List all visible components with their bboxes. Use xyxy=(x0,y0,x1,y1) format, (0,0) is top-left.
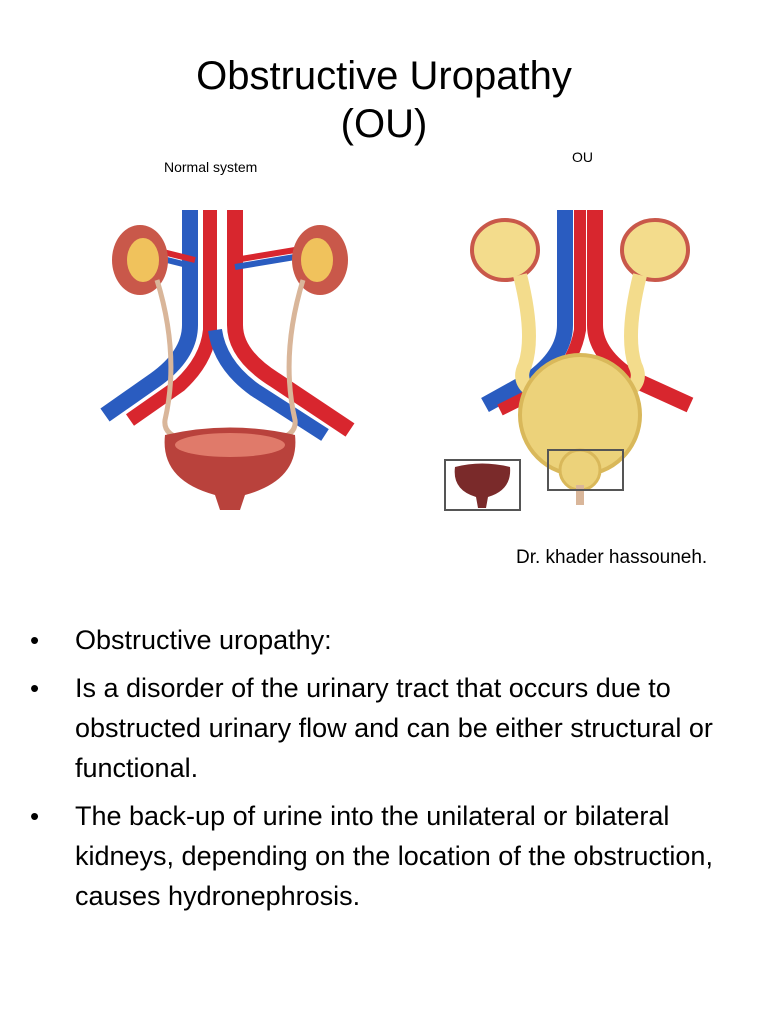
obstructive-uropathy-illustration xyxy=(444,210,694,511)
bullet-text: The back-up of urine into the unilateral… xyxy=(75,801,713,911)
bullet-icon: • xyxy=(30,625,40,655)
bullet-icon: • xyxy=(30,801,40,831)
list-item: • Obstructive uropathy: xyxy=(28,620,743,660)
bullet-text: Obstructive uropathy: xyxy=(75,625,332,655)
bullet-text: Is a disorder of the urinary tract that … xyxy=(75,673,713,783)
list-item: • The back-up of urine into the unilater… xyxy=(28,796,743,916)
slide-title: Obstructive Uropathy (OU) xyxy=(0,52,768,148)
bullet-icon: • xyxy=(30,673,40,703)
caption-normal-system: Normal system xyxy=(164,159,258,175)
title-line-2: (OU) xyxy=(340,102,428,146)
bullet-list: • Obstructive uropathy: • Is a disorder … xyxy=(28,620,743,924)
list-item: • Is a disorder of the urinary tract tha… xyxy=(28,668,743,788)
caption-ou: OU xyxy=(572,149,593,165)
author-credit: Dr. khader hassouneh. xyxy=(516,547,708,568)
title-line-1: Obstructive Uropathy xyxy=(196,54,572,98)
normal-urinary-system-illustration xyxy=(100,210,355,510)
